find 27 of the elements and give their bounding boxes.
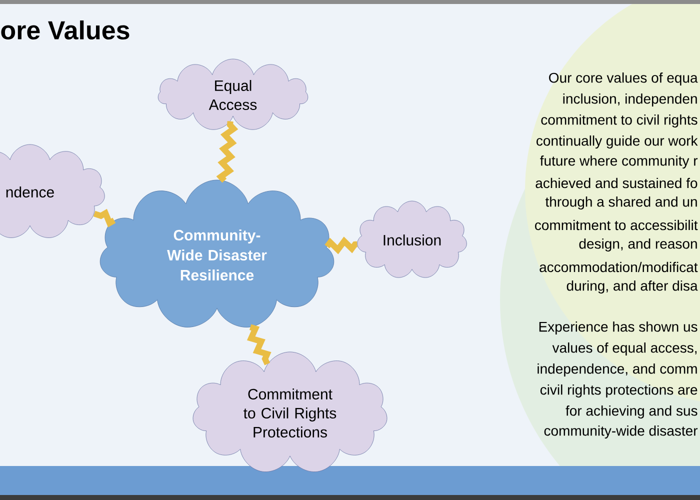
- text-line: future where community r: [540, 155, 698, 169]
- lightning-bolt: [246, 324, 272, 366]
- value-cloud: Commitment to Civil Rights Protections: [192, 352, 388, 472]
- text-line: commitment to civil rights: [541, 114, 698, 128]
- text-line: Experience has shown us: [539, 321, 698, 335]
- text-line: Our core values of equa: [549, 72, 698, 86]
- central-cloud: Community-Wide Disaster Resilience: [100, 180, 334, 328]
- value-cloud: Equal Access: [158, 58, 308, 130]
- text-line: community-wide disaster: [544, 425, 698, 439]
- lightning-bolt: [216, 121, 238, 183]
- lightning-bolt: [324, 236, 358, 254]
- lightning-bolt: [93, 208, 116, 228]
- text-line: through a shared and un: [545, 196, 697, 210]
- text-line: during, and after disa: [566, 280, 698, 294]
- value-cloud: Inclusion: [357, 200, 467, 278]
- text-line: continually guide our work: [536, 135, 698, 149]
- text-line: accommodation/modificat: [540, 262, 698, 272]
- text-line: design, and reason: [579, 238, 697, 252]
- text-line: civil rights protections are: [540, 384, 698, 398]
- slide-title: ore Values: [1, 20, 130, 40]
- text-line: independence, and comm: [538, 363, 697, 377]
- text-line: achieved and sustained fo: [536, 178, 698, 188]
- text-line: commitment to accessibilit: [535, 220, 698, 230]
- text-line: for achieving and sus: [566, 405, 698, 419]
- text-line: inclusion, independen: [563, 93, 697, 107]
- value-cloud: ndence: [0, 144, 105, 238]
- text-line: values of equal access,: [552, 342, 697, 356]
